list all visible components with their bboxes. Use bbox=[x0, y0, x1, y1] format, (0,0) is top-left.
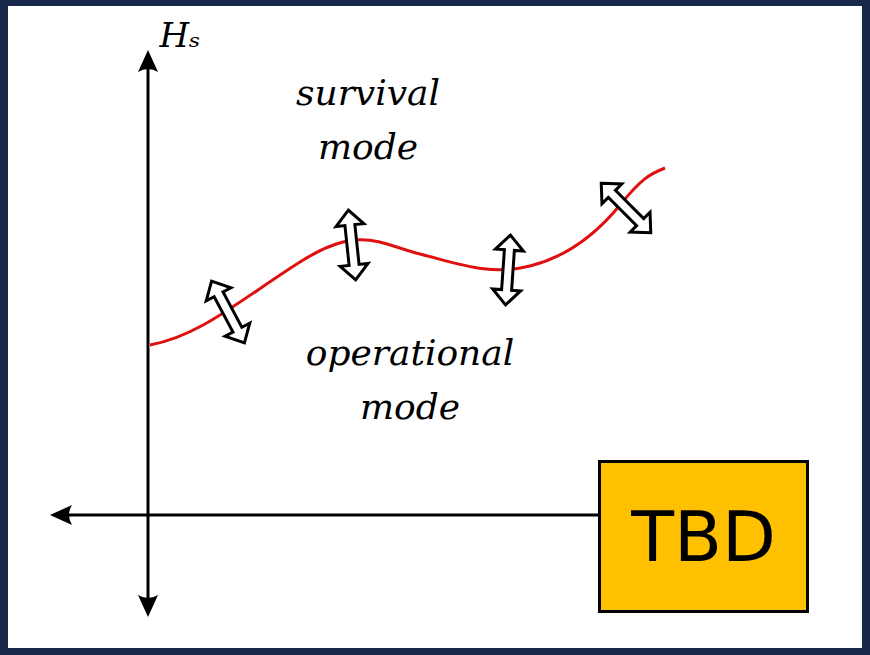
vertical-axis bbox=[147, 64, 150, 603]
axis-arrowhead bbox=[138, 50, 158, 72]
region-label: survival mode bbox=[296, 66, 440, 174]
axis-arrowhead bbox=[50, 505, 72, 525]
axis-arrowhead bbox=[138, 595, 158, 617]
box-text: TBD bbox=[631, 496, 776, 578]
axis-label: Hₛ bbox=[159, 10, 200, 61]
horizontal-axis bbox=[64, 514, 600, 517]
status-box: TBD bbox=[598, 460, 809, 613]
double-arrow bbox=[591, 173, 660, 242]
double-arrow bbox=[199, 275, 257, 350]
region-label: operational mode bbox=[306, 326, 515, 434]
double-arrow bbox=[492, 234, 525, 306]
double-arrow bbox=[334, 209, 369, 282]
